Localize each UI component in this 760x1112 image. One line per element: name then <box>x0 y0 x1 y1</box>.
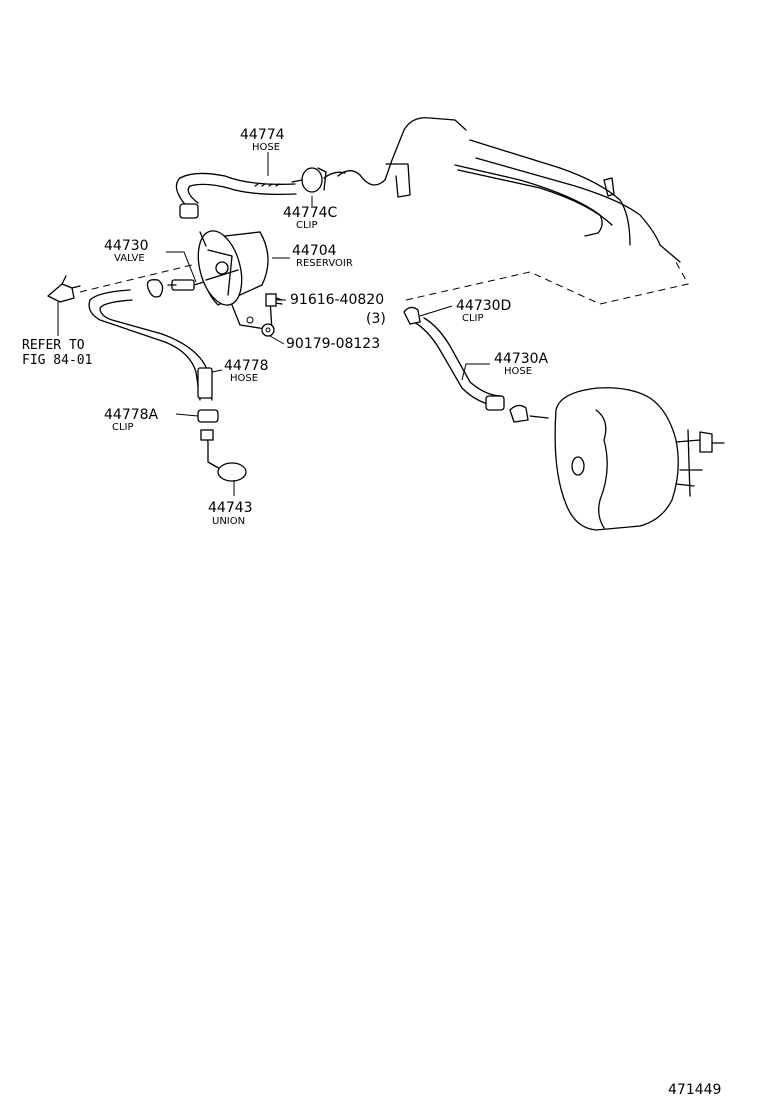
label-44774: 44774 HOSE <box>240 127 285 153</box>
part-number: 44774C <box>283 205 338 221</box>
part-name: CLIP <box>462 313 484 324</box>
part-number: 44778A <box>104 407 159 423</box>
leader-lines <box>57 152 490 496</box>
part-name: VALVE <box>114 253 145 264</box>
part-number: 44730A <box>494 351 549 367</box>
clip-44774c <box>291 167 346 193</box>
part-name: CLIP <box>296 220 318 231</box>
part-number: 44704 <box>292 243 337 259</box>
clip-44730d <box>403 306 421 325</box>
label-44778a: 44778A CLIP <box>104 407 159 433</box>
part-number: 44778 <box>224 358 269 374</box>
part-name: RESERVOIR <box>296 258 353 269</box>
dashed-connector-right <box>405 261 689 305</box>
part-name: HOSE <box>252 142 280 153</box>
part-number: 44774 <box>240 127 285 143</box>
brake-pipes <box>337 117 681 263</box>
fitting-refer <box>47 275 81 303</box>
label-44730: 44730 VALVE <box>104 238 149 264</box>
refer-line-1: REFER TO <box>22 338 85 353</box>
label-91616: 91616-40820 (3) <box>290 292 386 327</box>
part-name: HOSE <box>504 366 532 377</box>
hose-44778 <box>88 289 213 401</box>
label-44774c: 44774C CLIP <box>283 205 338 231</box>
reservoir-44704 <box>197 230 273 331</box>
label-refer-to: REFER TO FIG 84-01 <box>22 338 92 368</box>
part-name: UNION <box>212 516 245 527</box>
hose-44774 <box>175 172 297 219</box>
union-44743 <box>200 429 247 482</box>
part-number: 90179-08123 <box>286 336 380 352</box>
label-44730a: 44730A HOSE <box>494 351 549 377</box>
valve-44730 <box>146 279 205 298</box>
nut-90179 <box>261 323 275 337</box>
part-number: 44743 <box>208 500 253 516</box>
part-name: HOSE <box>230 373 258 384</box>
bolt-91616 <box>265 293 283 307</box>
label-90179: 90179-08123 <box>286 336 380 352</box>
label-44730d: 44730D CLIP <box>456 298 511 324</box>
part-name: CLIP <box>112 422 134 433</box>
brake-booster <box>554 387 725 531</box>
part-number: 91616-40820 <box>290 292 384 308</box>
hose-44730a <box>413 317 505 411</box>
clip-44778a <box>197 409 219 423</box>
figure-number: 471449 <box>668 1082 721 1098</box>
part-number: 44730 <box>104 238 149 254</box>
dashed-connector-upper <box>79 263 197 293</box>
label-44778: 44778 HOSE <box>224 358 269 384</box>
label-44743: 44743 UNION <box>208 500 253 527</box>
hose-clip-upper <box>179 203 199 219</box>
refer-line-2: FIG 84-01 <box>22 353 92 368</box>
label-44704: 44704 RESERVOIR <box>292 243 353 269</box>
part-quantity: (3) <box>366 311 386 327</box>
part-number: 44730D <box>456 298 511 314</box>
hose-clip-lower <box>509 404 549 423</box>
